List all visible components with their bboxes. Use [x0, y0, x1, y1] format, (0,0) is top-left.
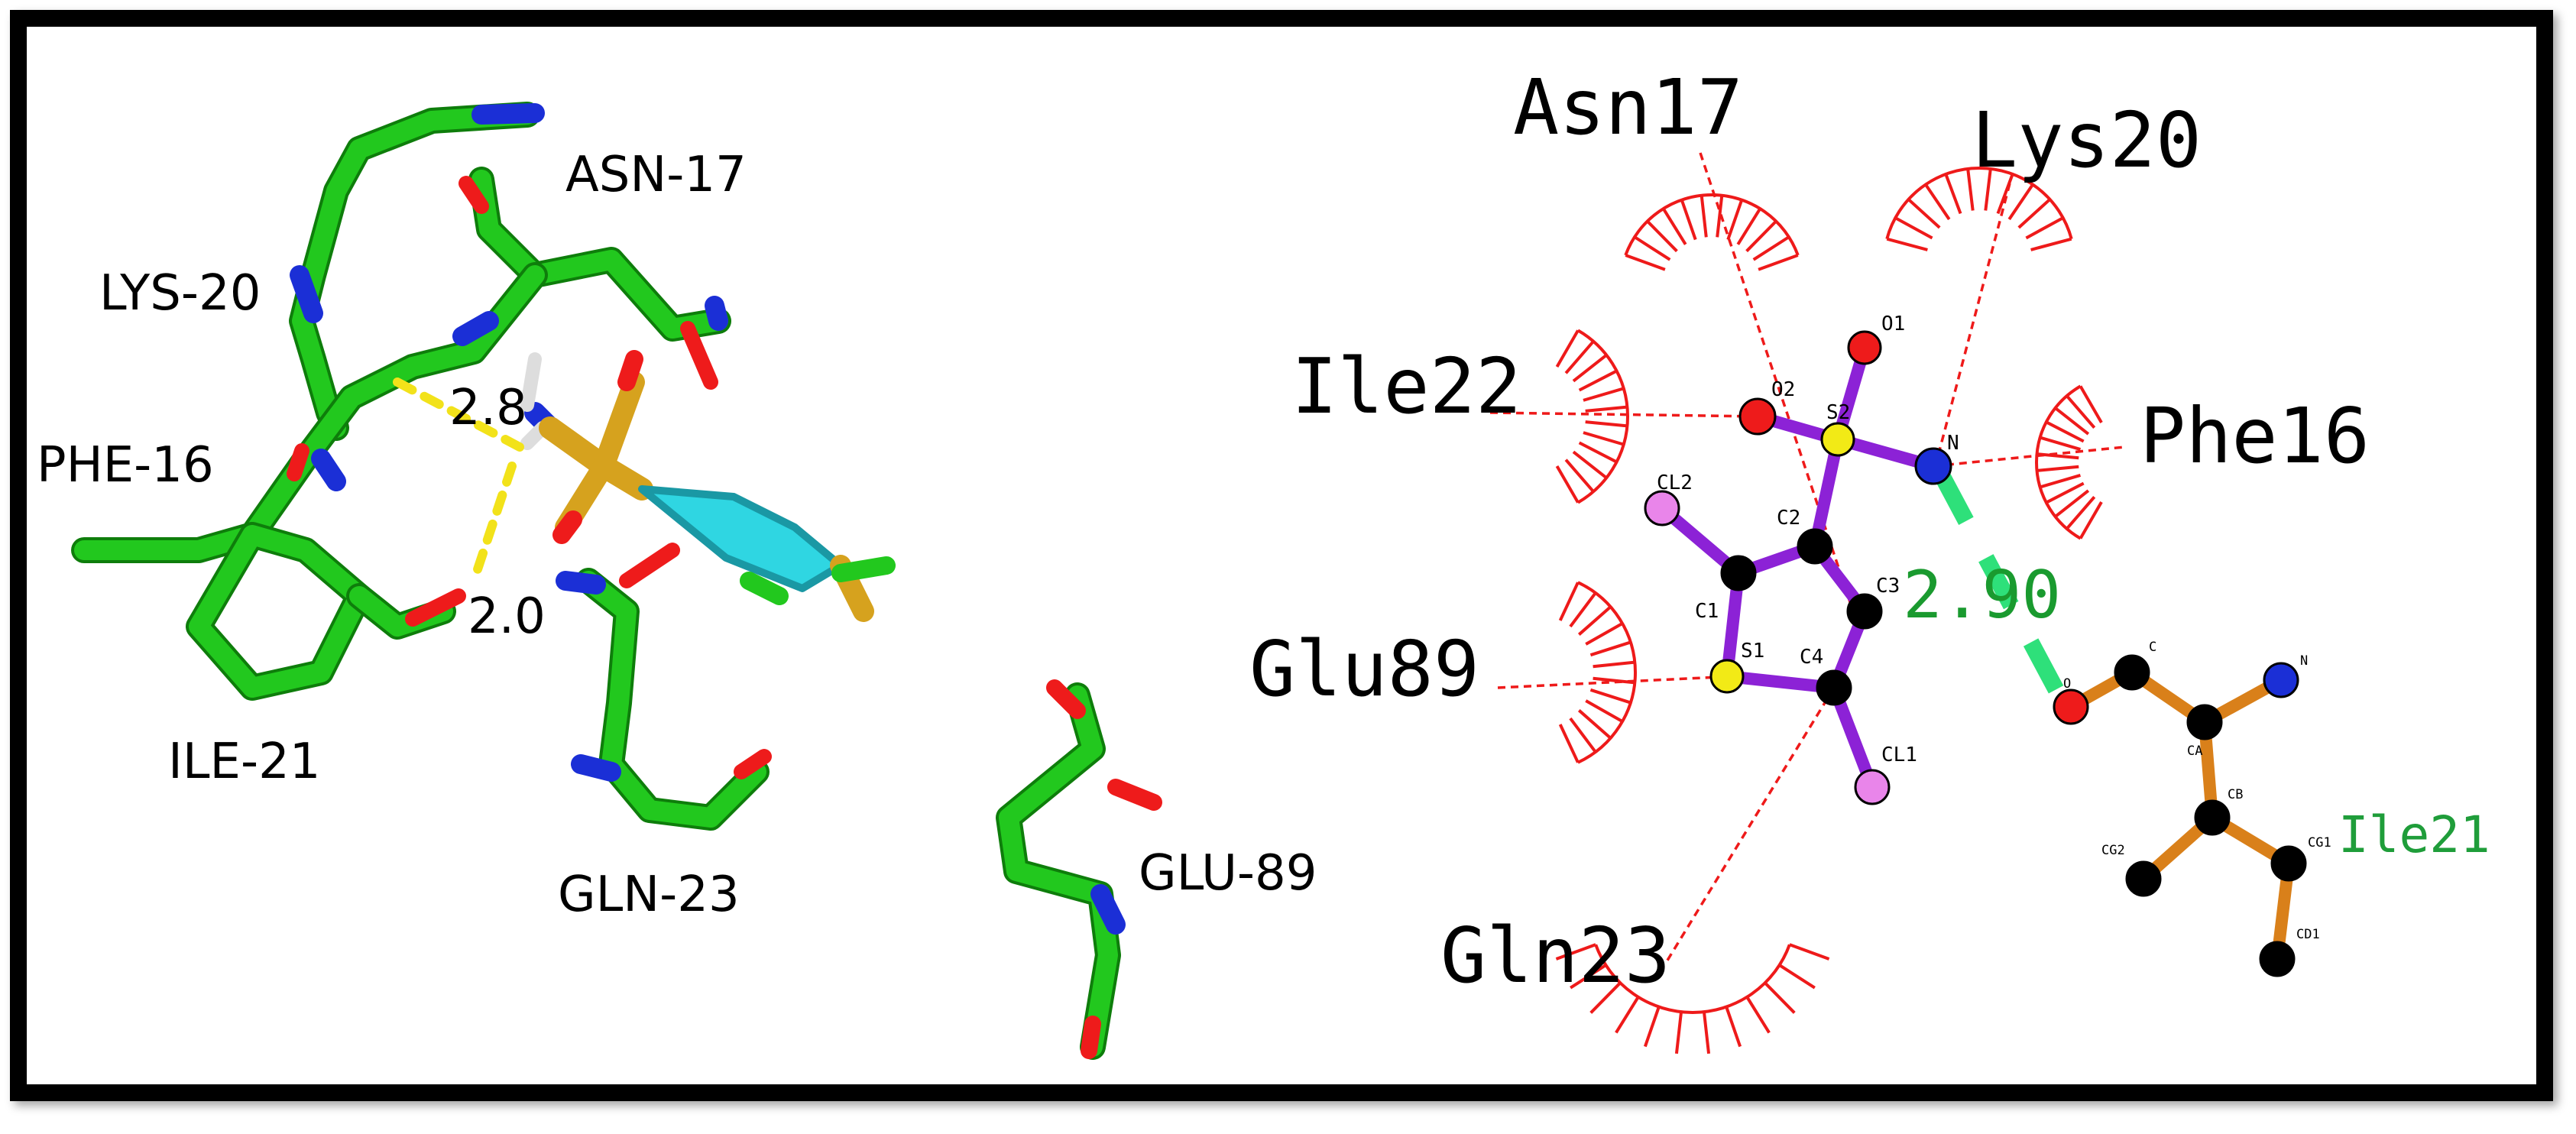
- residue-label-lys20-3d: LYS-20: [99, 265, 261, 322]
- protein-sticks: [71, 102, 1121, 1060]
- atom-label-cl1: CL1: [1881, 744, 1917, 766]
- arc-asn17: [1624, 193, 1800, 271]
- hbond-2d: [1933, 469, 2071, 708]
- atom-label-c4: C4: [1800, 646, 1823, 669]
- atom-label-ile21-c: C: [2149, 640, 2156, 655]
- arc-gln23: [1555, 943, 1830, 1055]
- atom-c2: [1797, 528, 1833, 565]
- residue-label-asn17-3d: ASN-17: [565, 147, 747, 203]
- atom-label-o1: O1: [1881, 313, 1905, 335]
- atom-ile21-ca: [2186, 704, 2223, 740]
- residue-label-ile22-2d: Ile22: [1291, 342, 1521, 431]
- atom-label-c1: C1: [1695, 600, 1719, 623]
- residue-label-gln23-2d: Gln23: [1440, 911, 1670, 1000]
- arc-glu89: [1558, 581, 1637, 764]
- atom-label-s2: S2: [1826, 401, 1850, 424]
- atom-ile21-cd1: [2259, 941, 2296, 977]
- atom-label-ile21-cg2: CG2: [2101, 843, 2125, 858]
- atom-ile21-cb: [2194, 799, 2231, 836]
- atom-ile21-c: [2114, 654, 2150, 691]
- atom-label-ile21-cg1: CG1: [2308, 835, 2331, 851]
- atom-label-ile21-o: O: [2063, 676, 2071, 692]
- ligand-atoms: [1644, 330, 1952, 805]
- atom-ile21-o: [2053, 688, 2089, 725]
- arc-lys20: [1885, 167, 2073, 251]
- residue-label-glu89-3d: GLU-89: [1139, 845, 1317, 902]
- hbond-distance-label: 2.90: [1903, 557, 2061, 633]
- atom-ile21-n: [2263, 662, 2299, 698]
- atom-ile21-cg2: [2125, 860, 2162, 897]
- atom-s1: [1709, 659, 1745, 694]
- ile21-atoms: [2053, 654, 2307, 977]
- residue-label-gln23-3d: GLN-23: [558, 867, 740, 923]
- atom-label-s1: S1: [1741, 640, 1764, 663]
- atom-n: [1914, 447, 1952, 485]
- atom-cl1: [1854, 769, 1891, 805]
- atom-c4: [1816, 669, 1852, 706]
- residue-label-ile21-3d: ILE-21: [168, 734, 321, 790]
- atom-label-ile21-cb: CB: [2228, 787, 2243, 802]
- atom-o2: [1738, 397, 1777, 436]
- heteroatom-tips: [287, 103, 1162, 1059]
- atom-s2: [1820, 422, 1855, 457]
- residue-label-ile21-2d: Ile21: [2338, 805, 2490, 864]
- hydrophobic-contact-arcs: [1555, 167, 2103, 1055]
- atom-c1: [1720, 555, 1757, 591]
- atom-ile21-cg1: [2270, 845, 2307, 882]
- residue-label-phe16-2d: Phe16: [2140, 391, 2370, 481]
- ligand-sticks: [520, 350, 896, 622]
- hbond-dashes-3d: [393, 377, 524, 585]
- residue-label-phe16-3d: PHE-16: [37, 437, 214, 494]
- atom-cl2: [1644, 490, 1680, 526]
- atom-o1: [1847, 330, 1882, 365]
- atom-label-c2: C2: [1777, 507, 1800, 530]
- atom-label-n: N: [1947, 432, 1959, 455]
- atom-label-cl2: CL2: [1657, 471, 1693, 494]
- arc-ile22: [1555, 329, 1629, 504]
- atom-c3: [1846, 593, 1883, 630]
- atom-label-ile21-cd1: CD1: [2296, 927, 2320, 942]
- figure-frame: [10, 10, 2553, 1101]
- atom-label-ile21-n: N: [2300, 653, 2308, 669]
- panel-3d-structure: ASN-17 LYS-20 PHE-16 ILE-21 GLN-23 GLU-8…: [37, 102, 1317, 1060]
- atom-label-o2: O2: [1771, 378, 1795, 401]
- residue-label-glu89-2d: Glu89: [1249, 624, 1479, 714]
- distance-label-2-0: 2.0: [468, 588, 546, 645]
- residue-label-asn17-2d: Asn17: [1513, 63, 1743, 152]
- residue-label-lys20-2d: Lys20: [1972, 96, 2202, 185]
- atom-label-c3: C3: [1876, 575, 1900, 598]
- distance-label-2-8: 2.8: [449, 380, 527, 436]
- atom-label-ile21-ca: CA: [2187, 744, 2202, 759]
- arc-phe16: [2035, 384, 2103, 540]
- panel-2d-ligplot: O1 O2 S2 N CL2 C2 C3 C1 S1 C4 CL1 O C N …: [1249, 63, 2490, 1055]
